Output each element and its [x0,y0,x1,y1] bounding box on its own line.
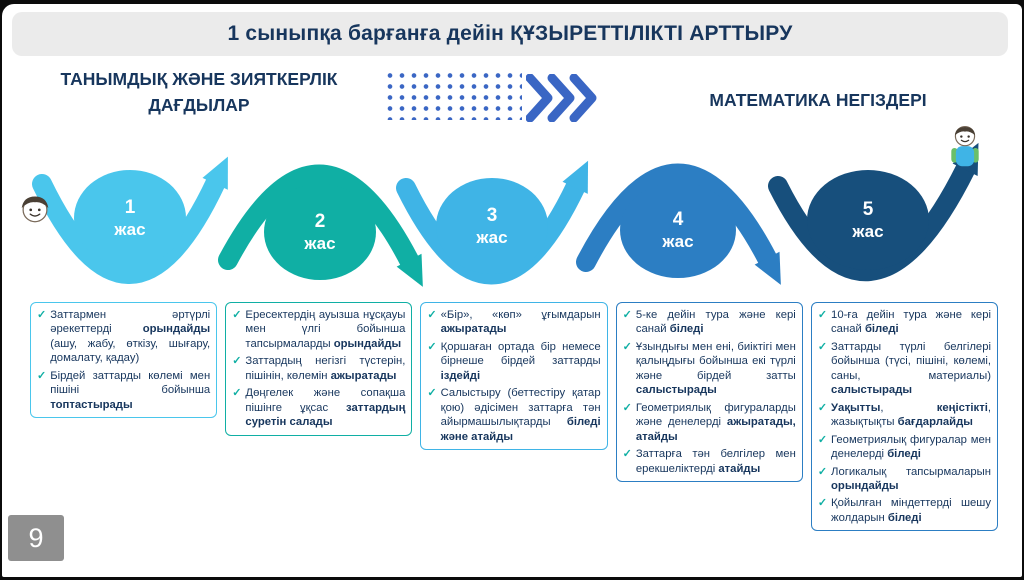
checklist-item: ✓Салыстыру (беттестіру қатар қою) әдісім… [427,386,600,444]
check-icon: ✓ [817,433,828,446]
flow-arc [768,142,979,282]
page-title: 1 сыныпқа барғанға дейін ҚҰЗЫРЕТТІЛІКТІ … [227,22,793,45]
checklist: ✓5-ке дейін тура және кері санай біледі✓… [623,308,796,476]
check-icon: ✓ [622,309,632,321]
check-icon: ✓ [817,497,828,510]
checklist-item: ✓Логикалық тапсырмаларын орындайды [818,465,991,494]
age-label: жас [304,233,336,253]
student-with-backpack-icon [951,125,979,167]
check-icon: ✓ [232,355,242,368]
dots-pattern [384,70,522,120]
age-circle-2: 2 жас [264,184,376,280]
milestone-boxes: ✓Заттармен әртүрлі әрекеттерді орындайды… [30,302,999,532]
checklist-item-text: 10-ға дейін тура және кері санай біледі [831,309,992,336]
checklist-item: ✓10-ға дейін тура және кері санай біледі [818,308,991,337]
chevrons-right-icon [526,74,597,122]
checklist-item: ✓Ұзындығы мен ені, биіктігі мен қалыңдығ… [623,340,796,398]
checklist-item-text: Ересектердің ауызша нұсқауы мен үлгі бой… [245,309,406,350]
checklist-item: ✓Уақытты, кеңістікті, жазықтықты бағдарл… [818,401,991,430]
check-icon: ✓ [37,369,47,382]
age-flow: 1 жас 2 жас 3 жас 4 жас 5 жас [30,140,994,308]
age-circle-4: 4 жас [620,182,736,278]
checklist-item-text: Геометриялық фигураларды және денелерді … [635,401,796,443]
checklist-item-text: Қоршаған ортада бір немесе бірнеше бірде… [440,340,601,382]
checklist-item: ✓Геометриялық фигуралар мен денелерді бі… [818,433,991,462]
check-icon: ✓ [622,340,632,353]
page-number-badge: 9 [8,515,64,561]
checklist-item-text: «Бір», «көп» ұғымдарын ажыратады [440,309,601,336]
flow-arc [218,164,423,287]
check-icon: ✓ [37,309,47,321]
age-label: жас [662,231,694,251]
check-icon: ✓ [232,387,242,400]
checklist-item-text: Заттардың негізгі түстерін, пішінін, көл… [245,355,406,382]
check-icon: ✓ [622,401,632,414]
flow-arc [396,160,589,285]
check-icon: ✓ [817,401,828,414]
checklist-item-text: Қойылған міндеттерді шешу жолдарын білед… [831,497,992,524]
age-label: жас [852,221,884,241]
header-cognitive-line1: ТАНЫМДЫҚ ЖӘНЕ ЗИЯТКЕРЛІК [60,69,338,89]
check-icon: ✓ [817,309,828,321]
age-circle-3: 3 жас [436,178,548,274]
slide: 1 сыныпқа барғанға дейін ҚҰЗЫРЕТТІЛІКТІ … [2,4,1022,577]
milestone-box-age-5: ✓10-ға дейін тура және кері санай біледі… [810,302,999,532]
checklist-item: ✓Геометриялық фигураларды және денелерді… [623,401,796,444]
checklist-item: ✓5-ке дейін тура және кері санай біледі [623,308,796,337]
age-number: 2 [314,210,326,232]
checklist-item-text: Салыстыру (беттестіру қатар қою) әдісіме… [440,387,601,443]
checklist-item: ✓Заттарға тән белгілер мен ерекшеліктерд… [623,447,796,476]
checklist-item-text: Ұзындығы мен ені, биіктігі мен қалыңдығы… [635,340,796,397]
checklist-item-text: Геометриялық фигуралар мен денелерді біл… [831,433,992,461]
checklist-item: ✓Заттармен әртүрлі әрекеттерді орындайды… [37,308,210,366]
checklist-item: ✓«Бір», «көп» ұғымдарын ажыратады [427,308,600,337]
check-icon: ✓ [817,340,828,353]
checklist: ✓Ересектердің ауызша нұсқауы мен үлгі бо… [232,308,405,430]
checklist-item-text: Заттарға тән белгілер мен ерекшеліктерді… [635,448,796,475]
checklist-item-text: Заттарды түрлі белгілері бойынша (түсі, … [831,340,992,397]
header-cognitive-skills: ТАНЫМДЫҚ ЖӘНЕ ЗИЯТКЕРЛІК ДАҒДЫЛАР [16,66,382,119]
age-circle-1: 1 жас [74,170,186,266]
check-icon: ✓ [622,448,632,461]
header-cognitive-line2: ДАҒДЫЛАР [148,95,250,116]
milestone-box-age-2: ✓Ересектердің ауызша нұсқауы мен үлгі бо… [225,302,413,436]
checklist-item: ✓Қоршаған ортада бір немесе бірнеше бірд… [427,340,600,383]
checklist: ✓«Бір», «көп» ұғымдарын ажыратады✓Қоршағ… [427,308,600,444]
check-icon: ✓ [427,387,437,400]
check-icon: ✓ [427,309,437,321]
checklist-item: ✓Ересектердің ауызша нұсқауы мен үлгі бо… [232,308,405,351]
checklist-item: ✓Дөңгелек және сопақша пішінге ұқсас зат… [232,386,405,429]
header-math-basics: МАТЕМАТИКА НЕГІЗДЕРІ [709,90,927,110]
age-number: 4 [672,208,684,230]
check-icon: ✓ [817,465,828,478]
flow-arc [576,163,781,285]
flow-arrows [32,142,979,287]
checklist-item: ✓Заттарды түрлі белгілері бойынша (түсі,… [818,340,991,398]
checklist-item-text: Бірдей заттарды көлемі мен пішіні бойынш… [50,369,211,411]
title-bar: 1 сыныпқа барғанға дейін ҚҰЗЫРЕТТІЛІКТІ … [12,12,1008,56]
age-number: 5 [862,198,874,220]
checklist-item: ✓Заттардың негізгі түстерін, пішінін, кө… [232,354,405,383]
age-circle-5: 5 жас [807,170,929,270]
check-icon: ✓ [427,340,437,353]
flow-arc [32,156,228,284]
milestone-box-age-4: ✓5-ке дейін тура және кері санай біледі✓… [615,302,803,482]
child-face-icon [21,196,49,223]
checklist-item-text: Уақытты, кеңістікті, жазықтықты бағдарла… [831,401,992,429]
checklist-item-text: Заттармен әртүрлі әрекеттерді орындайды … [50,309,211,365]
check-icon: ✓ [232,309,242,321]
milestone-box-age-3: ✓«Бір», «көп» ұғымдарын ажыратады✓Қоршағ… [420,302,608,451]
checklist: ✓Заттармен әртүрлі әрекеттерді орындайды… [37,308,210,412]
checklist-item: ✓Бірдей заттарды көлемі мен пішіні бойын… [37,369,210,412]
age-number: 3 [486,204,498,226]
checklist: ✓10-ға дейін тура және кері санай біледі… [818,308,991,525]
age-label: жас [114,219,146,239]
checklist-item-text: Дөңгелек және сопақша пішінге ұқсас затт… [245,387,406,429]
age-label: жас [476,227,508,247]
checklist-item: ✓Қойылған міндеттерді шешу жолдарын біле… [818,496,991,525]
checklist-item-text: 5-ке дейін тура және кері санай біледі [635,309,796,336]
milestone-box-age-1: ✓Заттармен әртүрлі әрекеттерді орындайды… [30,302,218,419]
checklist-item-text: Логикалық тапсырмаларын орындайды [831,465,992,492]
age-number: 1 [124,196,136,218]
